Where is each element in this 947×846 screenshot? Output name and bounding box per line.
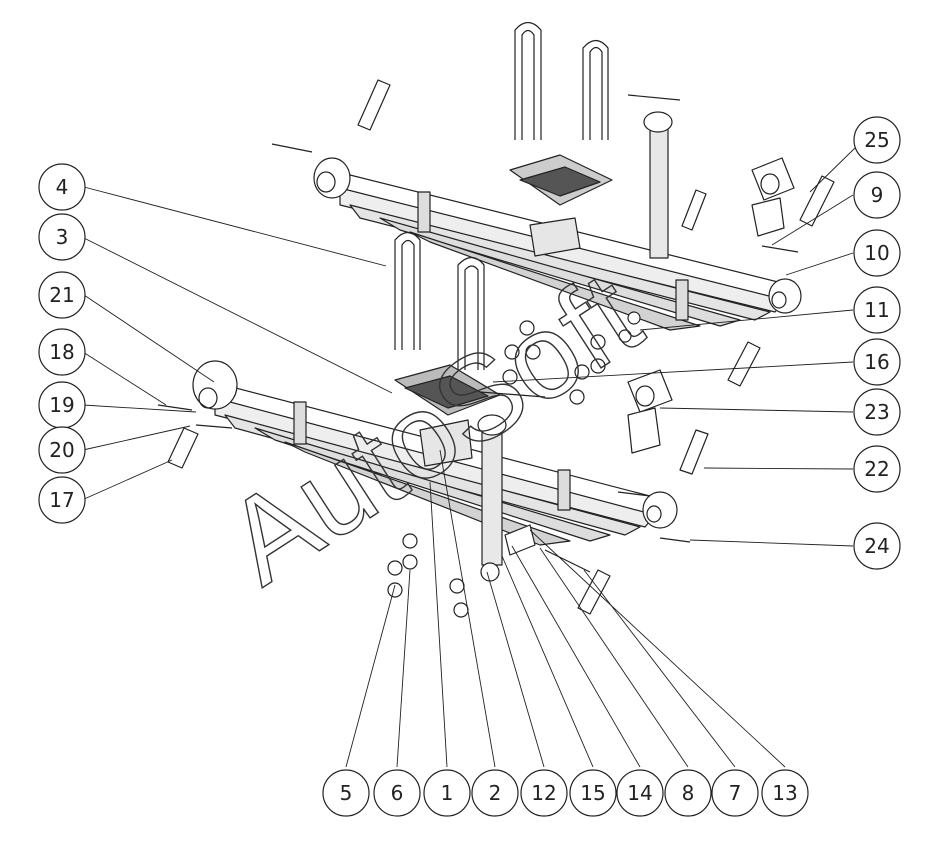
callout-18: 18	[38, 328, 86, 376]
callout-4: 4	[38, 163, 86, 211]
callout-label: 3	[56, 225, 69, 249]
callout-12: 12	[520, 769, 568, 817]
callout-label: 6	[391, 781, 404, 805]
callout-label: 17	[49, 488, 74, 512]
callout-label: 18	[49, 340, 74, 364]
callout-label: 25	[864, 128, 889, 152]
callout-7: 7	[711, 769, 759, 817]
callout-2: 2	[471, 769, 519, 817]
callout-label: 9	[871, 183, 884, 207]
callout-23: 23	[853, 388, 901, 436]
callout-label: 8	[682, 781, 695, 805]
callout-21: 21	[38, 271, 86, 319]
callout-label: 23	[864, 400, 889, 424]
callout-label: 21	[49, 283, 74, 307]
callout-label: 13	[772, 781, 797, 805]
leader-lines	[81, 147, 856, 768]
callout-label: 15	[580, 781, 605, 805]
callout-17: 17	[38, 476, 86, 524]
callout-14: 14	[616, 769, 664, 817]
callout-24: 24	[853, 522, 901, 570]
u-bolt-pair-lower	[394, 231, 485, 370]
callout-label: 19	[49, 393, 74, 417]
callout-3: 3	[38, 213, 86, 261]
lower-shackle-bracket	[627, 341, 761, 475]
callout-9: 9	[853, 171, 901, 219]
callout-label: 11	[864, 298, 889, 322]
callout-1: 1	[423, 769, 471, 817]
callout-6: 6	[373, 769, 421, 817]
callout-19: 19	[38, 381, 86, 429]
shock-absorber-upper	[627, 94, 681, 259]
parts-drawing	[157, 21, 835, 618]
callout-label: 14	[627, 781, 652, 805]
callout-11: 11	[853, 286, 901, 334]
callout-label: 1	[441, 781, 454, 805]
callout-label: 22	[864, 457, 889, 481]
nuts-group	[387, 311, 641, 618]
callout-label: 2	[489, 781, 502, 805]
upper-clamp	[417, 191, 431, 233]
lower-clamp	[557, 469, 571, 511]
callout-label: 5	[340, 781, 353, 805]
callout-15: 15	[569, 769, 617, 817]
callouts: 4 3 21 18 19 20 17 25 9 10 11 16 23 22 2…	[38, 116, 901, 817]
callout-10: 10	[853, 229, 901, 277]
lower-clamp	[293, 401, 307, 445]
callout-label: 7	[729, 781, 742, 805]
callout-label: 4	[56, 175, 69, 199]
callout-13: 13	[761, 769, 809, 817]
callout-20: 20	[38, 426, 86, 474]
upper-center-pad	[529, 217, 581, 257]
callout-label: 24	[864, 534, 889, 558]
shock-absorber-lower	[477, 391, 546, 582]
u-bolt-pair-upper	[514, 21, 609, 140]
upper-clamp	[675, 279, 689, 321]
lower-center-pad	[419, 419, 473, 467]
callout-label: 20	[49, 438, 74, 462]
upper-shackle-bracket	[751, 157, 795, 237]
pins-upper	[271, 79, 835, 253]
pins-lower	[157, 404, 691, 615]
callout-25: 25	[853, 116, 901, 164]
callout-16: 16	[853, 338, 901, 386]
callout-label: 10	[864, 241, 889, 265]
callout-label: 16	[864, 350, 889, 374]
callout-22: 22	[853, 445, 901, 493]
callout-5: 5	[322, 769, 370, 817]
callout-8: 8	[664, 769, 712, 817]
callout-label: 12	[531, 781, 556, 805]
